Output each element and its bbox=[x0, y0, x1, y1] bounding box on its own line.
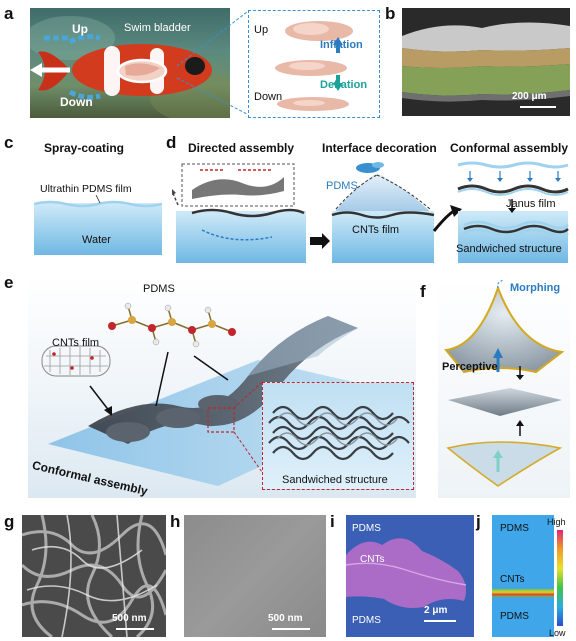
sandwiched-structure-inset bbox=[262, 382, 414, 490]
panel-label-h: h bbox=[170, 512, 181, 531]
panel-h-scale-bar bbox=[272, 628, 310, 630]
interface-decoration-title: Interface decoration bbox=[322, 141, 437, 155]
panel-label-j: j bbox=[476, 512, 481, 531]
colorbar-low-label: Low bbox=[549, 628, 566, 638]
inset-up-label: Up bbox=[254, 24, 269, 36]
ultrathin-pdms-film-label: Ultrathin PDMS film bbox=[40, 183, 132, 195]
panel-label-g: g bbox=[4, 512, 15, 531]
perceptive-label: Perceptive bbox=[442, 361, 498, 373]
clownfish-photo bbox=[30, 8, 230, 118]
swim-bladder-inset bbox=[248, 10, 380, 118]
spray-coating-title: Spray-coating bbox=[44, 141, 125, 155]
assembly-process-schematic bbox=[172, 161, 569, 263]
panel-g-sem-image bbox=[22, 515, 166, 637]
panel-b-scale-bar bbox=[520, 106, 556, 108]
panel-label-b: b bbox=[385, 4, 396, 23]
panel-e-sandwiched-structure-label: Sandwiched structure bbox=[282, 474, 388, 486]
panel-b-scale-text: 200 μm bbox=[512, 91, 547, 102]
panel-g-scale-text: 500 nm bbox=[112, 613, 147, 624]
panel-i-scale-text: 2 μm bbox=[424, 605, 448, 616]
inset-down-label: Down bbox=[254, 91, 283, 103]
morphing-perceptive-illustration bbox=[444, 279, 565, 487]
panel-label-f: f bbox=[420, 282, 426, 301]
panel-i-pdms-top-label: PDMS bbox=[352, 523, 381, 534]
pdms-spray-label: PDMS bbox=[326, 180, 358, 192]
panel-j-pdms-top-label: PDMS bbox=[500, 523, 529, 534]
panel-e-cnts-film-label: CNTs film bbox=[52, 337, 100, 349]
bladder-stages bbox=[275, 21, 353, 111]
inflation-label: Inflation bbox=[320, 39, 363, 51]
colorbar-high-label: High bbox=[547, 517, 566, 527]
cross-section-sem-image bbox=[402, 8, 570, 116]
clownfish-illustration bbox=[30, 16, 230, 118]
panel-j-pdms-bottom-label: PDMS bbox=[500, 611, 529, 622]
panel-j-raman-map bbox=[492, 515, 554, 637]
panel-i-pdms-bottom-label: PDMS bbox=[352, 615, 381, 626]
panel-i-sem-image bbox=[346, 515, 474, 637]
intensity-colorbar bbox=[557, 530, 563, 626]
janus-film-label: Janus film bbox=[506, 198, 556, 210]
sandwiched-structure-label-d: Sandwiched structure bbox=[456, 243, 562, 255]
panel-i-scale-bar bbox=[424, 620, 456, 622]
panel-h-sem-image bbox=[184, 515, 326, 637]
panel-h-scale-text: 500 nm bbox=[268, 613, 303, 624]
fish-up-label: Up bbox=[72, 22, 88, 36]
panel-g-scale-bar bbox=[116, 628, 154, 630]
cnts-layer-band bbox=[492, 589, 554, 597]
panel-j-cnts-label: CNTs bbox=[500, 574, 525, 585]
water-trough bbox=[34, 195, 162, 255]
panel-label-e: e bbox=[4, 273, 14, 292]
swim-bladder-label: Swim bladder bbox=[124, 22, 191, 34]
fish-down-label: Down bbox=[60, 95, 93, 109]
directed-assembly-title: Directed assembly bbox=[188, 141, 295, 155]
panel-e-pdms-label: PDMS bbox=[143, 283, 175, 295]
water-label: Water bbox=[82, 234, 111, 246]
panel-label-d: d bbox=[166, 133, 177, 152]
morphing-label: Morphing bbox=[510, 282, 561, 294]
panel-label-a: a bbox=[4, 4, 14, 23]
panel-label-i: i bbox=[330, 512, 335, 531]
panel-label-c: c bbox=[4, 133, 14, 152]
cnts-film-label: CNTs film bbox=[352, 224, 400, 236]
conformal-assembly-title: Conformal assembly bbox=[450, 141, 569, 155]
deflation-label: Deflation bbox=[320, 79, 368, 91]
zoom-connector bbox=[176, 11, 248, 115]
panel-i-cnts-label: CNTs bbox=[360, 554, 385, 565]
